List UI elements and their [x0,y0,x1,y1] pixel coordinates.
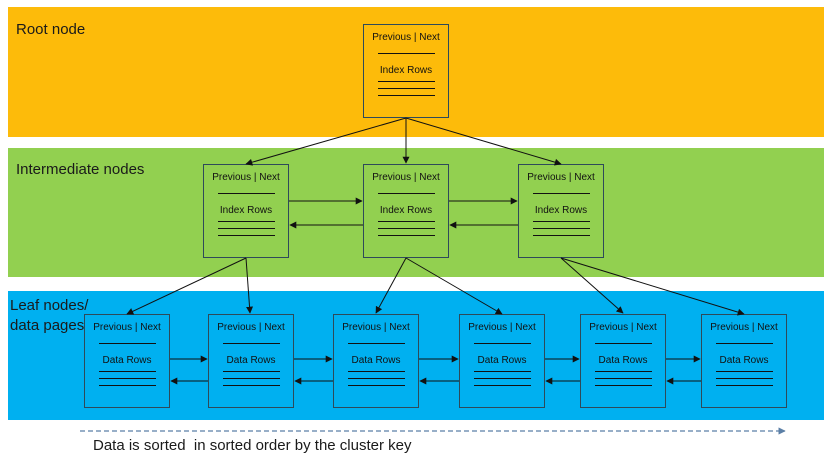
row-line [348,378,405,379]
connector-arrow [375,257,407,314]
row-line [378,53,435,54]
row-line [378,193,435,194]
node-header: Previous | Next [93,322,161,333]
node-rows-label: Index Rows [379,205,433,216]
row-line [378,95,435,96]
row-line [218,235,275,236]
row-line [533,235,590,236]
row-line [716,343,773,344]
node-header: Previous | Next [372,32,440,43]
row-line [378,235,435,236]
row-line [716,371,773,372]
leaf-band [8,291,824,420]
node-rows-label: Data Rows [226,355,276,366]
row-line [99,343,156,344]
row-line [218,193,275,194]
row-line [474,378,531,379]
node-header: Previous | Next [589,322,657,333]
row-line [348,343,405,344]
intermediate-band [8,148,824,277]
node-rows-label: Index Rows [534,205,588,216]
connector-arrow [560,257,745,316]
row-line [595,371,652,372]
connector-arrow [405,117,562,166]
row-line [533,221,590,222]
row-line [378,221,435,222]
root-band-label: Root node [16,21,86,38]
node-rows-label: Data Rows [102,355,152,366]
row-line [348,371,405,372]
node-header: Previous | Next [212,172,280,183]
row-line [378,88,435,89]
row-line [223,385,280,386]
row-line [533,193,590,194]
row-line [348,385,405,386]
leaf-node: Previous | Next Data Rows [580,314,666,408]
leaf-node: Previous | Next Data Rows [459,314,545,408]
row-line [223,371,280,372]
node-header: Previous | Next [372,172,440,183]
connector-arrow [245,117,407,166]
node-rows-label: Index Rows [219,205,273,216]
node-rows-label: Data Rows [477,355,527,366]
node-header: Previous | Next [342,322,410,333]
node-rows-label: Data Rows [719,355,769,366]
root-node: Previous | Next Index Rows [363,24,449,118]
row-line [223,343,280,344]
connector-arrow [560,257,624,314]
connector-arrow [245,257,254,314]
node-header: Previous | Next [217,322,285,333]
row-line [474,371,531,372]
sort-order-caption: Data is sorted in sorted order by the cl… [93,437,412,454]
leaf-band-label: Leaf nodes/ data pages [10,297,89,334]
connector-arrow [126,257,247,315]
row-line [716,378,773,379]
leaf-node: Previous | Next Data Rows [208,314,294,408]
node-header: Previous | Next [710,322,778,333]
node-rows-label: Data Rows [351,355,401,366]
node-rows-label: Data Rows [598,355,648,366]
leaf-node: Previous | Next Data Rows [84,314,170,408]
row-line [533,228,590,229]
row-line [474,343,531,344]
intermediate-node: Previous | Next Index Rows [203,164,289,258]
row-line [218,228,275,229]
intermediate-node: Previous | Next Index Rows [363,164,449,258]
row-line [99,378,156,379]
row-line [223,378,280,379]
row-line [595,343,652,344]
connector-arrow [405,257,503,315]
node-rows-label: Index Rows [379,65,433,76]
row-line [595,385,652,386]
intermediate-band-label: Intermediate nodes [16,161,145,178]
row-line [218,221,275,222]
root-band [8,7,824,137]
leaf-node: Previous | Next Data Rows [333,314,419,408]
row-line [378,81,435,82]
row-line [595,378,652,379]
row-line [378,228,435,229]
row-line [99,371,156,372]
row-line [474,385,531,386]
node-header: Previous | Next [527,172,595,183]
row-line [716,385,773,386]
node-header: Previous | Next [468,322,536,333]
row-line [99,385,156,386]
